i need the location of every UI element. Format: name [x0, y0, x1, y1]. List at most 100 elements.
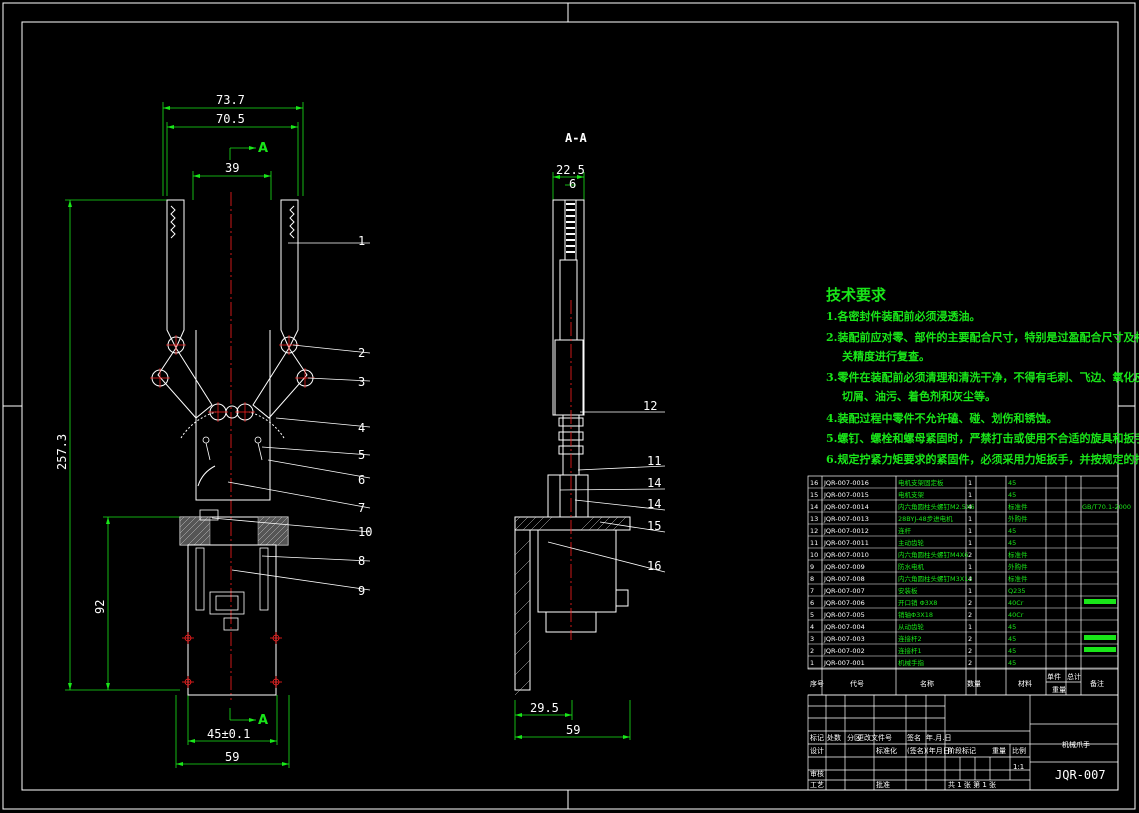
front-arrows	[68, 106, 303, 766]
bom-cell-no: 14	[810, 503, 818, 511]
part-label-4: 4	[358, 421, 365, 435]
bom-cell-mat: 40Cr	[1008, 611, 1024, 619]
bom-cell-name: 连杆	[898, 526, 912, 535]
dim-bottom-tol: 45±0.1	[207, 727, 250, 741]
bom-cell-qty: 1	[968, 587, 972, 595]
bom-cell-mat: 45	[1008, 539, 1016, 547]
front-part-labels: 1 2 3 4 5 6 7 10 8 9	[358, 234, 372, 598]
bom-cell-no: 13	[810, 515, 818, 523]
bom-highlight-bar	[1084, 635, 1116, 640]
tech-req-line-3: 关精度进行复查。	[842, 349, 930, 363]
bom-header-note: 备注	[1090, 679, 1104, 688]
bom-header: 序号 代号 名称 数量 材料 单件 总计 重量 备注	[810, 672, 1104, 694]
front-dimensions	[65, 102, 304, 768]
tech-req-line-7: 5.螺钉、螺栓和螺母紧固时，严禁打击或使用不合适的旋具和扳手。	[826, 431, 1139, 445]
tech-req-line-5: 切屑、油污、着色剂和灰尘等。	[842, 389, 996, 403]
pins	[202, 436, 263, 461]
bom-cell-code: JQR-007-004	[823, 623, 865, 631]
side-hatch	[514, 516, 627, 696]
bom-highlight-bar	[1084, 647, 1116, 652]
bom-cell-qty: 1	[968, 623, 972, 631]
bom-cell-qty: 2	[968, 647, 972, 655]
dim-height-total: 257.3	[55, 434, 69, 470]
dim-top-outer: 73.7	[216, 93, 245, 107]
bom-cell-code: JQR-007-0016	[823, 479, 869, 487]
bom-header-name: 名称	[920, 679, 934, 688]
part-label-14b: 14	[647, 497, 661, 511]
part-label-9: 9	[358, 584, 365, 598]
dim-top-inner: 70.5	[216, 112, 245, 126]
bom-cell-qty: 2	[968, 551, 972, 559]
bom-cell-name: 内六角圆柱头螺钉M3X12	[898, 574, 972, 583]
tb-sheet: 共 1 张 第 1 张	[948, 780, 996, 789]
part-label-15: 15	[647, 519, 661, 533]
bom-cell-name: 主动齿轮	[898, 538, 925, 547]
bom-cell-name: 电机支架固定板	[898, 478, 944, 487]
part-label-5: 5	[358, 448, 365, 462]
dim-center: 39	[225, 161, 239, 175]
tech-req-line-1: 1.各密封件装配前必须浸透油。	[826, 309, 980, 323]
tb-sign: 签名	[907, 733, 921, 742]
bom-cell-name: 电机支架	[898, 490, 925, 499]
part-label-2: 2	[358, 346, 365, 360]
bom-cell-mat: 45	[1008, 527, 1016, 535]
bom-cell-name: 防水电机	[898, 562, 925, 571]
part-label-3: 3	[358, 375, 365, 389]
dim-height-base: 92	[93, 600, 107, 614]
side-outline	[514, 199, 631, 691]
tech-req-line-8: 6.规定拧紧力矩要求的紧固件，必须采用力矩扳手，并按规定的拧紧力矩紧固。	[826, 452, 1139, 466]
section-mark-bottom: A	[258, 713, 268, 728]
bom-header-qty: 数量	[967, 679, 981, 688]
bom-cell-no: 10	[810, 551, 818, 559]
bom-cell-no: 16	[810, 479, 818, 487]
bom-cell-name: 开口销 Φ3X8	[898, 598, 937, 607]
bom-cell-mat: 45	[1008, 623, 1016, 631]
bom-cell-code: JQR-007-0012	[823, 527, 869, 535]
bom-cell-qty: 1	[968, 527, 972, 535]
base-mount-holes	[182, 632, 282, 688]
bom-cell-code: JQR-007-008	[823, 575, 865, 583]
section-mark-top: A	[258, 141, 268, 156]
side-dim-bottom-left: 29.5	[530, 701, 559, 715]
bom-cell-code: JQR-007-009	[823, 563, 865, 571]
bom-cell-qty: 2	[968, 635, 972, 643]
bom-cell-no: 15	[810, 491, 818, 499]
tb-approve: 批准	[876, 780, 890, 789]
tb-scale: 1:1	[1013, 763, 1024, 771]
drawing-name: 机械爪手	[1062, 740, 1090, 749]
tb-weight-label: 重量	[992, 747, 1006, 755]
bom-header-unit: 单件	[1047, 672, 1061, 681]
side-dimensions	[514, 172, 631, 740]
joint-center-marks	[150, 335, 315, 422]
bom-cell-qty: 1	[968, 479, 972, 487]
bom-cell-mat: 标准件	[1008, 550, 1028, 559]
bom-header-mat: 材料	[1018, 679, 1032, 688]
bom-cell-name: 从动齿轮	[898, 622, 925, 631]
bom-cell-mat: Q235	[1008, 587, 1026, 595]
tb-ymd: (年月日)	[926, 746, 953, 755]
bom-cell-code: JQR-007-005	[823, 611, 865, 619]
bom-cell-name: 销轴Φ3X18	[898, 610, 933, 619]
part-label-7: 7	[358, 501, 365, 515]
bom-cell-mat: 标准件	[1008, 502, 1028, 511]
bom-cell-mat: 外购件	[1008, 514, 1028, 523]
tb-count: 处数	[827, 733, 841, 742]
bom-cell-qty: 1	[968, 515, 972, 523]
bom-cell-name: 内六角圆柱头螺钉M4X6	[898, 550, 968, 559]
bom-cell-name: 安装板	[898, 586, 918, 595]
bom-cell-no: 8	[810, 575, 814, 583]
tb-review: 审核	[810, 769, 824, 778]
front-leaders	[211, 242, 371, 591]
tb-design: 设计	[810, 746, 824, 755]
side-dim-top: 22.5	[556, 163, 585, 177]
side-part-labels: 12 11 14 14 15 16	[643, 399, 661, 573]
bom-cell-mat: 45	[1008, 647, 1016, 655]
bom-cell-no: 4	[810, 623, 814, 631]
bom-cell-mat: 45	[1008, 479, 1016, 487]
part-label-14a: 14	[647, 476, 661, 490]
tb-signature: (签名)	[907, 746, 927, 755]
bom-cell-mat: 外购件	[1008, 562, 1028, 571]
front-view: 73.7 70.5 39 A A 257.3 92 45±0.1 5 9	[55, 93, 372, 768]
tb-mark: 标记	[810, 733, 824, 742]
